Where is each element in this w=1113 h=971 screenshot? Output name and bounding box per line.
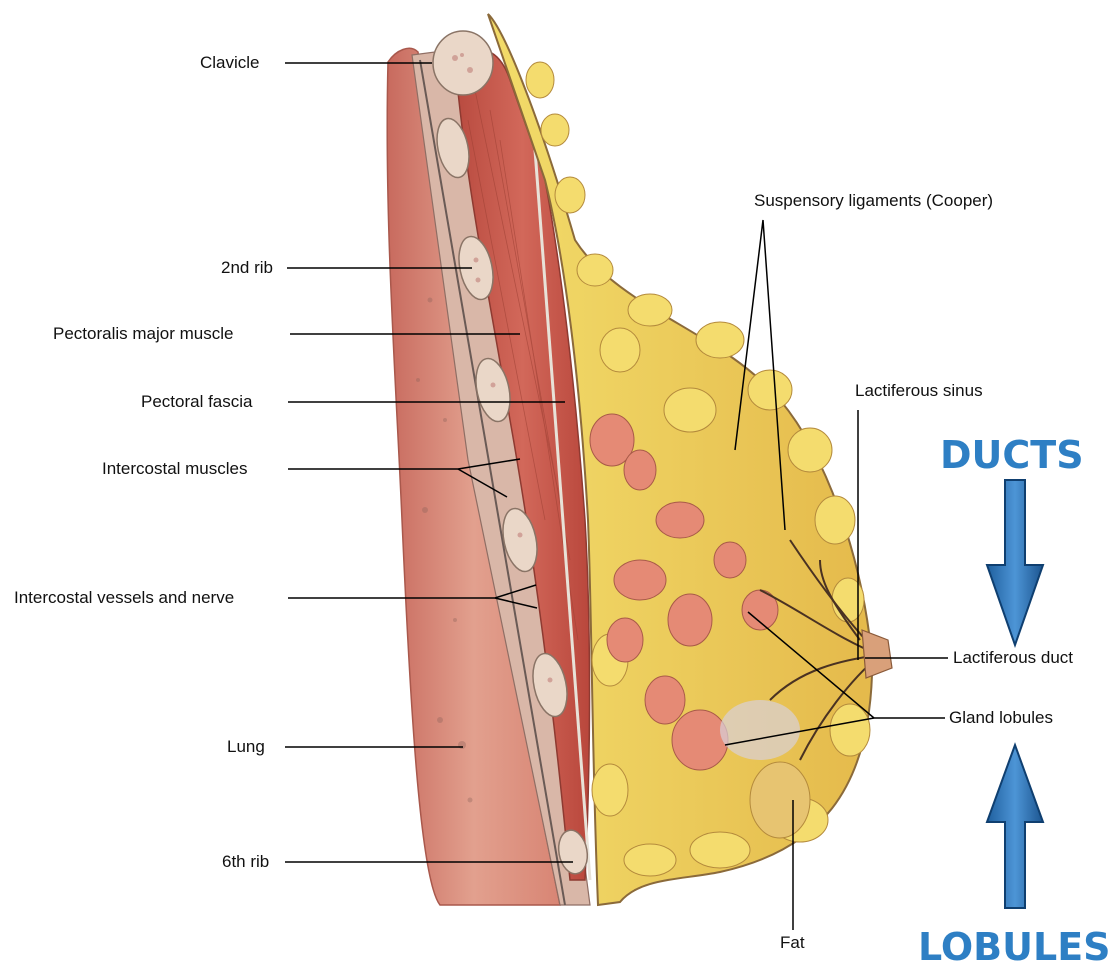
label-lactiferous-sinus: Lactiferous sinus xyxy=(855,382,983,399)
label-suspensory-ligaments: Suspensory ligaments (Cooper) xyxy=(754,192,993,209)
label-2nd-rib: 2nd rib xyxy=(221,259,273,276)
label-intercostal-muscles: Intercostal muscles xyxy=(102,460,248,477)
callout-ducts: DUCTS xyxy=(940,436,1084,474)
label-intercostal-vessels: Intercostal vessels and nerve xyxy=(14,589,234,606)
label-fat: Fat xyxy=(780,934,805,951)
callout-lobules: LOBULES xyxy=(918,928,1111,966)
label-6th-rib: 6th rib xyxy=(222,853,269,870)
label-lung: Lung xyxy=(227,738,265,755)
label-clavicle: Clavicle xyxy=(200,54,260,71)
label-pectoral-fascia: Pectoral fascia xyxy=(141,393,253,410)
label-pectoralis-major: Pectoralis major muscle xyxy=(53,325,233,342)
label-lactiferous-duct: Lactiferous duct xyxy=(953,649,1073,666)
lobules-arrow xyxy=(987,745,1043,908)
nipple xyxy=(862,630,892,678)
gland-stroma xyxy=(720,700,800,760)
label-gland-lobules: Gland lobules xyxy=(949,709,1053,726)
ducts-arrow xyxy=(987,480,1043,645)
